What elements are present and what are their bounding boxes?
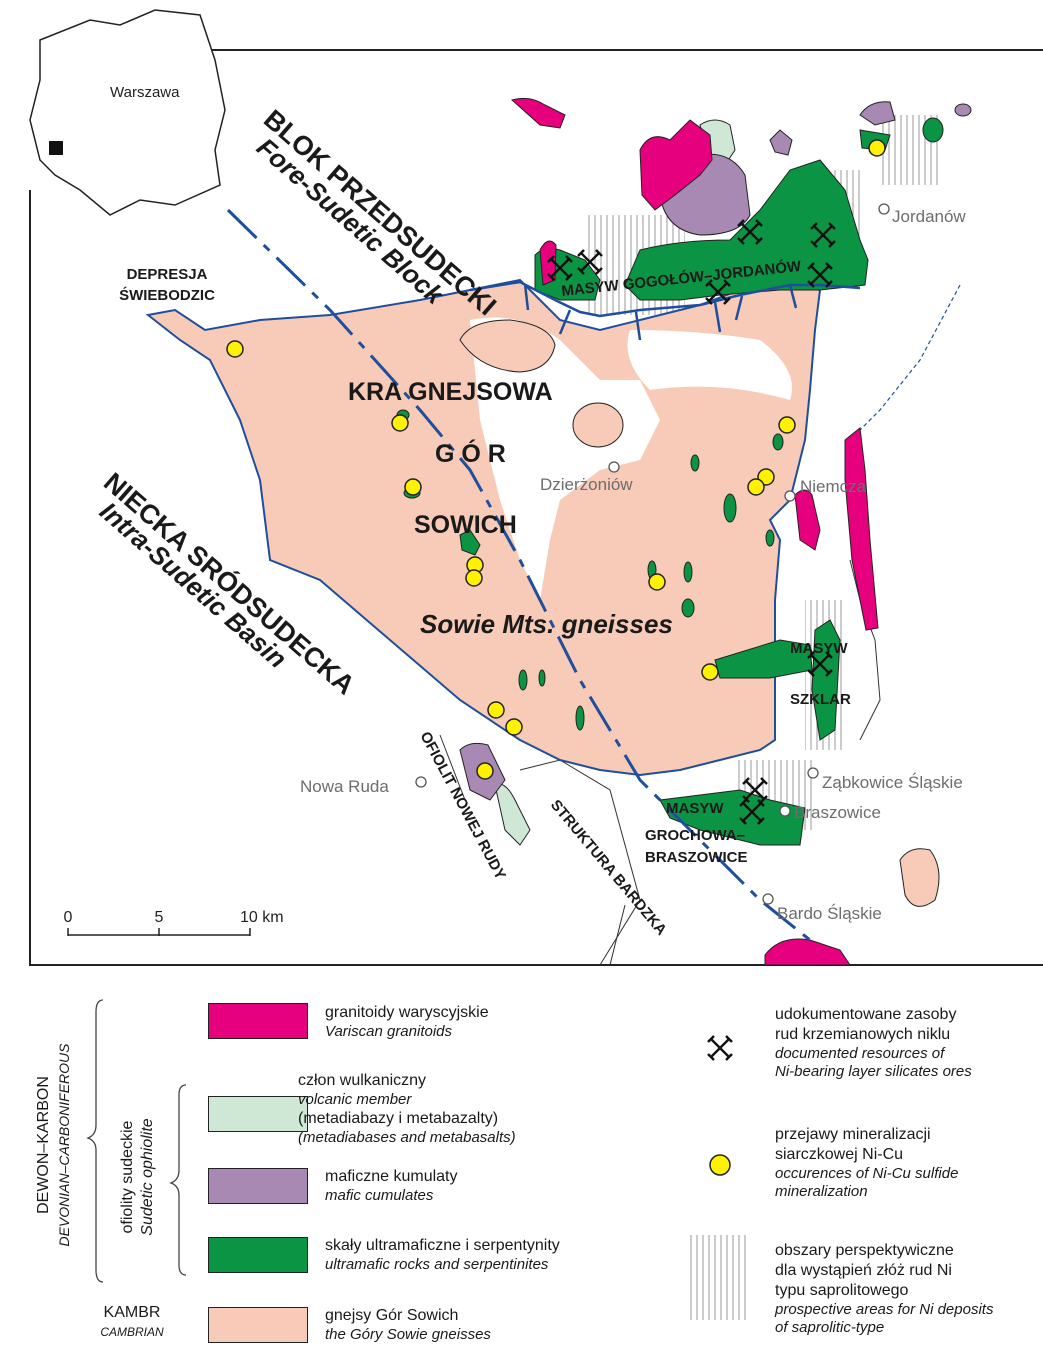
legend-occurrences: przejawy mineralizacji siarczkowej Ni-Cu… (775, 1125, 958, 1201)
occurrence-symbols (226, 139, 886, 780)
town-warszawa: Warszawa (110, 84, 180, 101)
town-zabkowice: Ząbkowice Śląskie (822, 773, 963, 792)
label-szklar-1: MASYW (790, 640, 848, 657)
structural-lines (439, 559, 881, 966)
label-kra-1: KRA GNEJSOWA (348, 378, 553, 406)
legend-volcanic-en2: (metadiabases and metabasalts) (298, 1129, 516, 1146)
legend-mafic-pl: maficzne kumulaty (325, 1168, 458, 1185)
legend-swatch-mafic (208, 1168, 308, 1204)
town-dzierzoniow: Dzierżoniów (540, 475, 633, 494)
legend-resources-pl2: rud krzemianowych niklu (775, 1026, 951, 1043)
legend-volcanic-pl1: człon wulkaniczny (298, 1072, 427, 1089)
legend-swatch-volcanic (208, 1096, 308, 1132)
legend-kambr-en: CAMBRIAN (100, 1325, 164, 1339)
town-jordanow: Jordanów (892, 207, 966, 226)
fault-dashed-thin (859, 284, 961, 431)
legend-occurrences-pl2: siarczkowej Ni-Cu (775, 1146, 904, 1163)
legend-resources-pl1: udokumentowane zasoby (775, 1006, 957, 1023)
white-windows (470, 317, 792, 600)
legend-prospective: obszary perspektywiczne dla wystąpień zł… (775, 1241, 993, 1337)
legend-prospective-en1: prospective areas for Ni deposits (775, 1301, 994, 1318)
legend-symbols (690, 1034, 750, 1320)
legend-swatch-ultramafic (208, 1237, 308, 1273)
town-niemcza: Niemcza (800, 477, 867, 496)
label-grochowa-1: MASYW (666, 800, 724, 817)
scale-bar (67, 928, 251, 936)
scale-label-10: 10 km (240, 909, 284, 926)
map-frame-left (29, 190, 1043, 966)
label-struktura: STRUKTURA BARDZKA (547, 797, 670, 939)
legend-kambr-pl: KAMBR (103, 1304, 161, 1321)
legend-granitoids: granitoidy waryscyjskie Variscan granito… (325, 1003, 489, 1041)
legend-volcanic-pl2: (metadiabazy i metabazalty) (298, 1110, 499, 1127)
legend-group-ofiolity-en: Sudetic ophiolite (139, 1118, 156, 1236)
label-sowie-en: Sowie Mts. gneisses (420, 609, 673, 639)
legend-mafic-en: mafic cumulates (325, 1187, 434, 1204)
fault-ticks (469, 280, 861, 341)
legend-resources-en2: Ni-bearing layer silicates ores (775, 1063, 972, 1080)
legend-kambr: KAMBR CAMBRIAN (92, 1303, 172, 1341)
legend-ultramafic-pl: skały ultramaficzne i serpentynity (325, 1237, 560, 1254)
legend-occurrences-en1: occurences of Ni-Cu sulfide (775, 1165, 959, 1182)
legend-group-ofiolity: ofiolity sudeckie Sudetic ophiolite (118, 1097, 158, 1257)
legend-granitoids-pl: granitoidy waryscyjskie (325, 1004, 489, 1021)
legend-group-devon-en: DEVONIAN–CARBONIFEROUS (56, 1043, 72, 1247)
label-depresja-2: ŚWIEBODZIC (119, 286, 215, 304)
legend-gneiss-en: the Góry Sowie gneisses (325, 1326, 491, 1343)
legend-mafic: maficzne kumulaty mafic cumulates (325, 1167, 458, 1205)
legend-swatch-granitoids (208, 1003, 308, 1039)
legend-prospective-pl1: obszary perspektywiczne (775, 1242, 954, 1259)
gneiss-small (459, 319, 940, 907)
legend-resources: udokumentowane zasoby rud krzemianowych … (775, 1005, 972, 1081)
label-kra-3: SOWICH (414, 511, 517, 539)
town-braszowice: Braszowice (794, 803, 881, 822)
town-names: Warszawa Jordanów Dzierżoniów Niemcza No… (110, 84, 966, 923)
legend-resources-en1: documented resources of (775, 1045, 945, 1062)
legend-group-devon-pl: DEWON–KARBON (35, 1076, 52, 1214)
town-bardo: Bardo Śląskie (777, 904, 882, 923)
legend-swatch-gneiss (208, 1307, 308, 1343)
scale-label-0: 0 (64, 909, 73, 926)
legend-prospective-en2: of saprolitic-type (775, 1319, 885, 1336)
legend-braces (86, 999, 187, 1283)
label-grochowa-2: GROCHOWA– (645, 827, 745, 844)
label-grochowa-3: BRASZOWICE (645, 849, 748, 866)
label-niecka-en: Intra-Sudetic Basin (94, 496, 293, 674)
legend-prospective-pl3: typu saprolitowego (775, 1282, 909, 1299)
main-fault (226, 208, 811, 942)
label-szklar-2: SZKLAR (790, 691, 851, 708)
label-blok-en: Fore-Sudetic Block (251, 132, 451, 311)
town-nowa-ruda: Nowa Ruda (300, 777, 389, 796)
legend-volcanic-en1: volcanic member (298, 1091, 412, 1108)
legend-group-ofiolity-pl: ofiolity sudeckie (119, 1120, 136, 1234)
label-blok-pl: BLOK PRZEDSUDECKI (258, 104, 502, 322)
legend-ultramafic-en: ultramafic rocks and serpentinites (325, 1256, 549, 1273)
legend-occurrences-pl1: przejawy mineralizacji (775, 1126, 931, 1143)
legend-prospective-pl2: dla wystąpień złóż rud Ni (775, 1262, 952, 1279)
scale-label-5: 5 (155, 909, 164, 926)
inset-map-poland (29, 9, 226, 216)
legend-gneiss-pl: gnejsy Gór Sowich (325, 1307, 459, 1324)
label-depresja-1: DEPRESJA (127, 266, 208, 283)
legend-group-devon: DEWON–KARBON DEVONIAN–CARBONIFEROUS (34, 1040, 74, 1250)
legend-occurrences-en2: mineralization (775, 1183, 868, 1200)
legend-granitoids-en: Variscan granitoids (325, 1023, 453, 1040)
legend-ultramafic: skały ultramaficzne i serpentynity ultra… (325, 1236, 560, 1274)
legend-gneiss: gnejsy Gór Sowich the Góry Sowie gneisse… (325, 1306, 491, 1344)
label-kra-2: G Ó R (435, 438, 506, 468)
legend-volcanic: człon wulkaniczny volcanic member (metad… (298, 1071, 516, 1147)
